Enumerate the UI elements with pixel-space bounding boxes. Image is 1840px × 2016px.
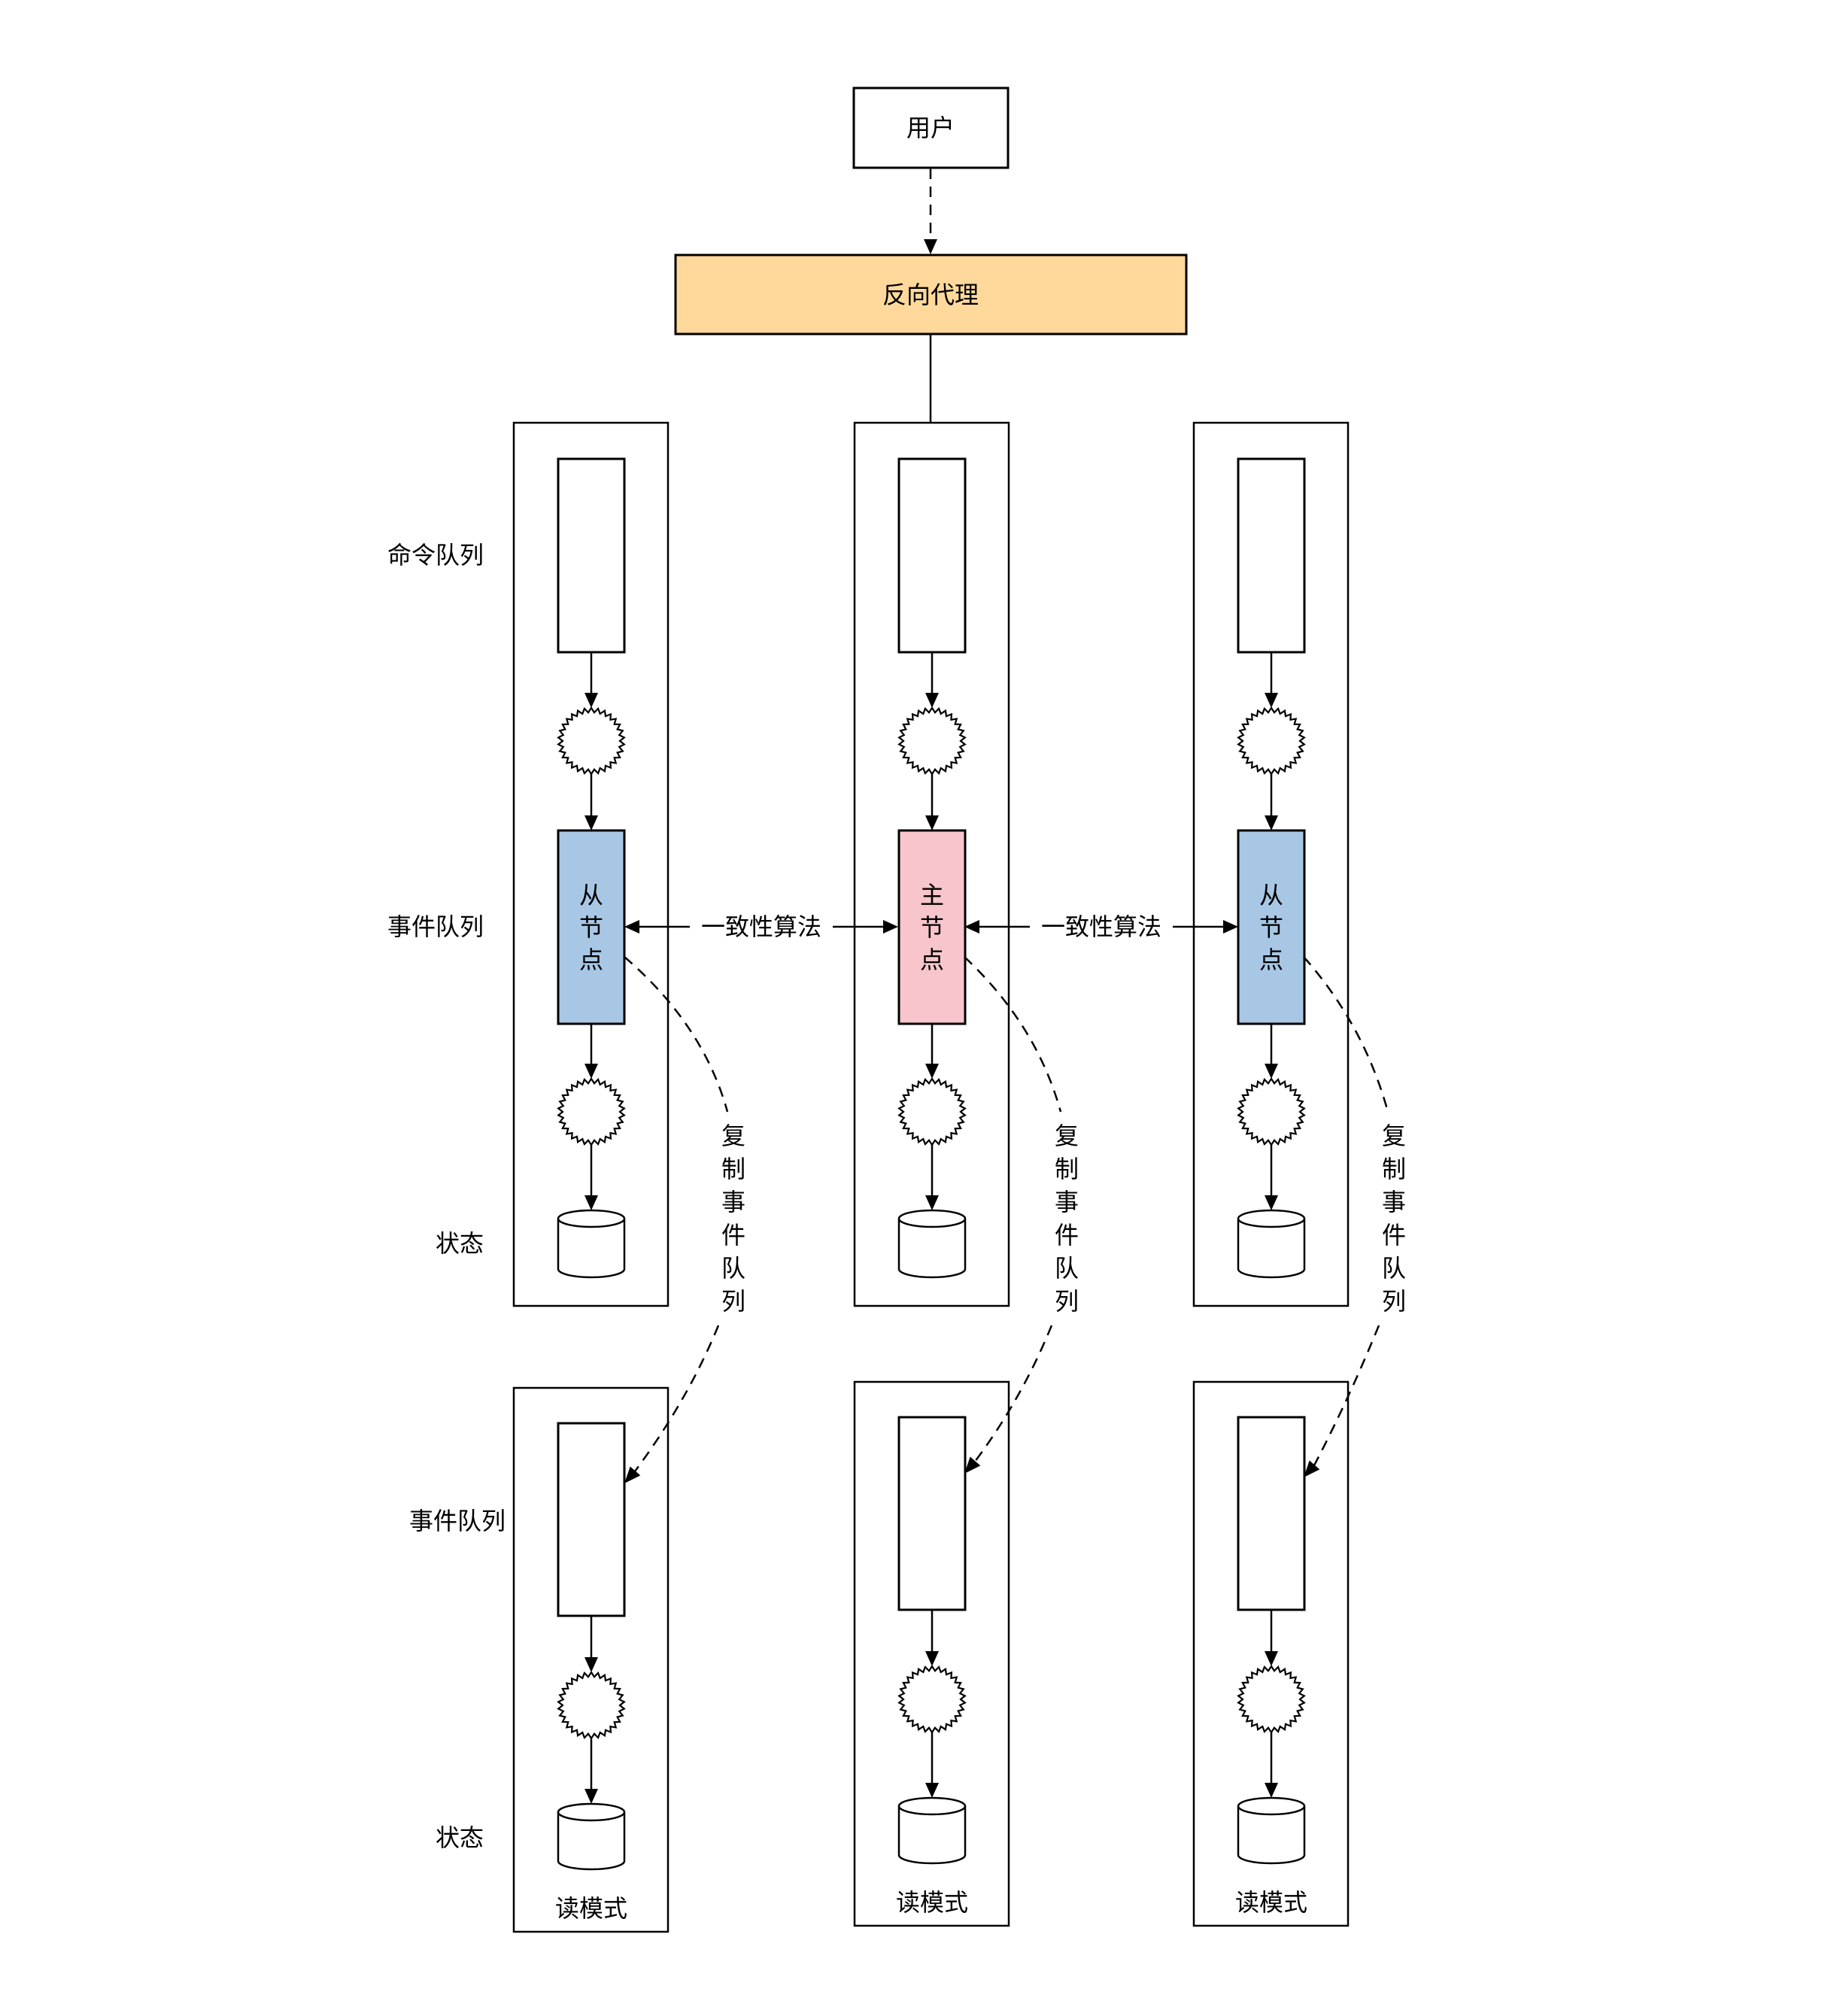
- consensus-label: 一致性算法: [1041, 912, 1161, 941]
- arrowhead-icon: [1223, 920, 1238, 934]
- follower-node[interactable]: 从节点: [1237, 829, 1306, 1025]
- replicate-label-char: 队: [721, 1254, 745, 1283]
- arrowhead-icon: [584, 1195, 598, 1210]
- consensus-arrow-0: 一致性算法: [624, 912, 898, 941]
- arrowhead-icon: [584, 1657, 598, 1672]
- read-model-label: 读模式: [1235, 1888, 1307, 1917]
- state-database-icon: [897, 1209, 967, 1279]
- arrowhead-icon: [584, 1789, 598, 1804]
- arrowhead-icon: [1265, 815, 1278, 830]
- write-column-right: 从节点: [1192, 421, 1350, 1307]
- row-label-event-queue: 事件队列: [387, 912, 484, 941]
- replicate-label-char: 复: [1382, 1122, 1406, 1150]
- node-label-char: 点: [579, 946, 603, 974]
- node-label-char: 从: [1259, 881, 1283, 909]
- arrowhead-icon: [964, 920, 979, 934]
- replicate-label-char: 制: [1055, 1155, 1079, 1183]
- read-event-queue-box[interactable]: [557, 1422, 626, 1617]
- arrowhead-icon: [1265, 1783, 1278, 1798]
- row-label-command-queue: 命令队列: [387, 541, 484, 569]
- replicate-label-char: 复: [721, 1122, 745, 1150]
- arrowhead-icon: [584, 815, 598, 830]
- node-label-char: 主: [920, 881, 944, 909]
- read-state-database-icon: [557, 1802, 626, 1871]
- replicate-label-char: 列: [721, 1287, 745, 1316]
- arrowhead-icon: [584, 1064, 598, 1079]
- arrowhead-icon: [1265, 1064, 1278, 1079]
- arrowhead-icon: [925, 815, 939, 830]
- write-column-center: 主节点: [853, 421, 1010, 1307]
- read-column-right: 读模式: [1192, 1380, 1350, 1927]
- read-column-center: 读模式: [853, 1380, 1010, 1927]
- user-node[interactable]: 用户: [852, 87, 1010, 169]
- arrowhead-icon: [925, 1195, 939, 1210]
- command-queue-box[interactable]: [557, 457, 626, 654]
- replicate-label-char: 制: [721, 1155, 745, 1183]
- write-column-left: 从节点: [512, 421, 670, 1307]
- replicate-label-char: 件: [1382, 1221, 1406, 1249]
- read-model-label: 读模式: [555, 1894, 627, 1923]
- user-label: 用户: [906, 114, 955, 142]
- consensus-label: 一致性算法: [701, 912, 821, 941]
- arrowhead-icon: [624, 1466, 641, 1483]
- arrowhead-icon: [624, 920, 639, 934]
- state-database-icon: [1237, 1209, 1306, 1279]
- arrowhead-icon: [925, 1064, 939, 1079]
- node-label-char: 节: [1259, 913, 1283, 942]
- arrowhead-icon: [883, 920, 898, 934]
- arrowhead-icon: [1265, 1651, 1278, 1666]
- reverse-proxy-node[interactable]: 反向代理: [674, 254, 1188, 335]
- leader-node[interactable]: 主节点: [897, 829, 967, 1025]
- replicate-label-char: 复: [1055, 1122, 1079, 1150]
- replicate-label-char: 队: [1055, 1254, 1079, 1283]
- row-label-read-state: 状态: [436, 1823, 484, 1852]
- arrowhead-icon: [964, 1456, 981, 1474]
- row-label-state: 状态: [436, 1229, 484, 1258]
- arrowhead-icon: [584, 693, 598, 708]
- arrowhead-icon: [1265, 1195, 1278, 1210]
- arrowhead-icon: [925, 1651, 939, 1666]
- arrowhead-icon: [925, 1783, 939, 1798]
- read-state-database-icon: [1237, 1796, 1306, 1865]
- consensus-arrow-1: 一致性算法: [964, 912, 1238, 941]
- replicate-label-char: 事: [1055, 1188, 1079, 1216]
- read-model-label: 读模式: [896, 1888, 968, 1917]
- reverse-proxy-label: 反向代理: [882, 281, 979, 309]
- node-label-char: 从: [579, 881, 603, 909]
- read-event-queue-box[interactable]: [897, 1416, 967, 1611]
- state-database-icon: [557, 1209, 626, 1279]
- replicate-label-char: 列: [1382, 1287, 1406, 1316]
- replicate-label-char: 制: [1382, 1155, 1406, 1183]
- replicate-label-char: 件: [721, 1221, 745, 1249]
- node-label-char: 点: [920, 946, 944, 974]
- command-queue-box[interactable]: [1237, 457, 1306, 654]
- arrowhead-icon: [1304, 1460, 1320, 1477]
- command-queue-box[interactable]: [897, 457, 967, 654]
- read-column-left: 读模式: [512, 1386, 670, 1933]
- node-label-char: 节: [920, 913, 944, 942]
- follower-node[interactable]: 从节点: [557, 829, 626, 1025]
- user-to-proxy-arrow: [924, 169, 937, 254]
- replicate-label-char: 列: [1055, 1287, 1079, 1316]
- row-label-read-event-queue: 事件队列: [409, 1507, 506, 1535]
- replicate-label-char: 队: [1382, 1254, 1406, 1283]
- arrowhead-icon: [924, 239, 937, 254]
- arrowhead-icon: [1265, 693, 1278, 708]
- node-label-char: 点: [1259, 946, 1283, 974]
- node-label-char: 节: [579, 913, 603, 942]
- replicate-label-char: 事: [721, 1188, 745, 1216]
- replicate-label-char: 事: [1382, 1188, 1406, 1216]
- read-event-queue-box[interactable]: [1237, 1416, 1306, 1611]
- arrowhead-icon: [925, 693, 939, 708]
- read-state-database-icon: [897, 1796, 967, 1865]
- replicate-label-char: 件: [1055, 1221, 1079, 1249]
